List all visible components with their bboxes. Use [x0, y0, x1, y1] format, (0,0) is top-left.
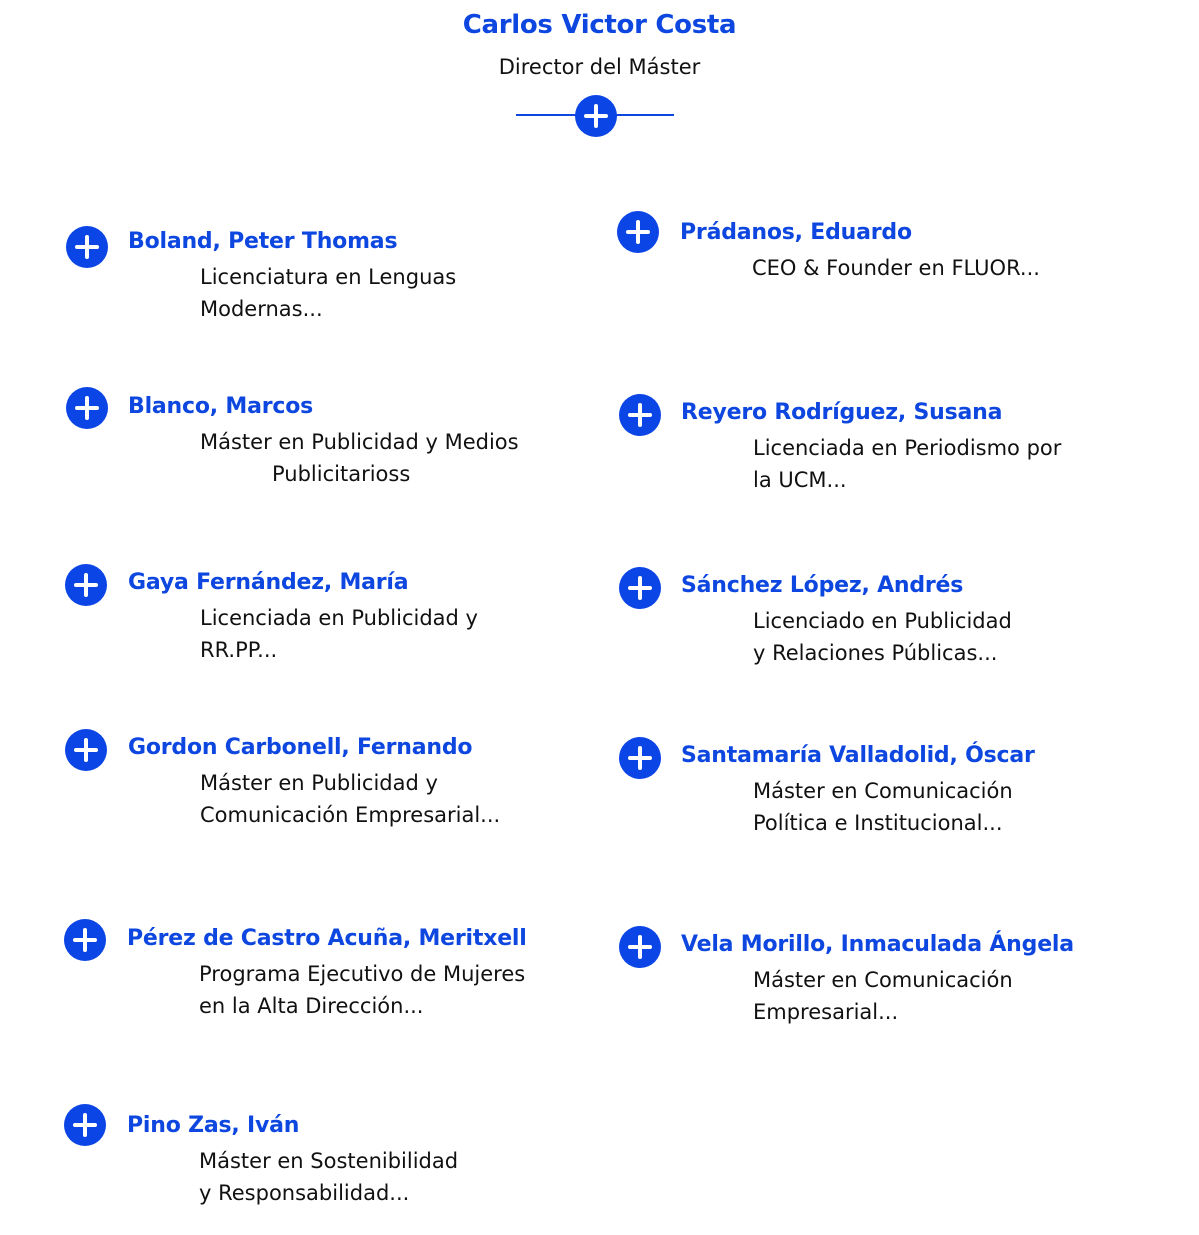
member-plus-icon[interactable] [65, 729, 107, 771]
member-plus-icon[interactable] [619, 926, 661, 968]
member-name[interactable]: Reyero Rodríguez, Susana [681, 400, 1003, 425]
member-description-line: Licenciatura en Lenguas [200, 265, 457, 289]
member-description: Licenciada en Periodismo por la UCM... [753, 432, 1061, 496]
member-description-line: y Relaciones Públicas... [753, 641, 998, 665]
member-plus-icon[interactable] [617, 211, 659, 253]
member-description-line: Modernas... [200, 297, 323, 321]
director-plus-icon[interactable] [575, 95, 617, 137]
member-description-line: Licenciada en Periodismo por [753, 436, 1062, 460]
member-description-line: y Responsabilidad... [199, 1181, 410, 1205]
member-description-line: Comunicación Empresarial... [200, 803, 501, 827]
member-plus-icon[interactable] [619, 567, 661, 609]
member-description: Máster en Publicidad y Medios Publicitar… [200, 426, 519, 490]
member-plus-icon[interactable] [66, 387, 108, 429]
member-description-line: Empresarial... [753, 1000, 899, 1024]
member-description-line: Programa Ejecutivo de Mujeres [199, 962, 526, 986]
member-description-line: Máster en Comunicación [753, 968, 1013, 992]
member-plus-icon[interactable] [65, 564, 107, 606]
member-name[interactable]: Sánchez López, Andrés [681, 573, 964, 598]
member-name[interactable]: Pino Zas, Iván [127, 1113, 300, 1138]
member-description: Licenciada en Publicidad y RR.PP... [200, 602, 478, 666]
member-description: Programa Ejecutivo de Mujeres en la Alta… [199, 958, 525, 1022]
member-description-line: Máster en Publicidad y Medios [200, 430, 519, 454]
director-name: Carlos Victor Costa [462, 10, 737, 40]
member-name[interactable]: Santamaría Valladolid, Óscar [681, 743, 1035, 768]
member-description: Máster en Comunicación Política e Instit… [753, 775, 1013, 839]
member-description: CEO & Founder en FLUOR... [752, 252, 1040, 284]
member-name[interactable]: Blanco, Marcos [128, 394, 314, 419]
member-description: Licenciatura en Lenguas Modernas... [200, 261, 456, 325]
member-name[interactable]: Vela Morillo, Inmaculada Ángela [681, 932, 1074, 957]
member-description-line: Política e Institucional... [753, 811, 1003, 835]
member-description-line: CEO & Founder en FLUOR... [752, 256, 1040, 280]
member-description-line: Publicitarioss [272, 462, 411, 486]
member-description-line: la UCM... [753, 468, 847, 492]
member-plus-icon[interactable] [66, 226, 108, 268]
member-plus-icon[interactable] [619, 737, 661, 779]
member-plus-icon[interactable] [619, 394, 661, 436]
member-description-line: Licenciada en Publicidad y [200, 606, 478, 630]
member-description-line: RR.PP... [200, 638, 278, 662]
member-name[interactable]: Pérez de Castro Acuña, Meritxell [127, 926, 527, 951]
member-name[interactable]: Boland, Peter Thomas [128, 229, 398, 254]
member-name[interactable]: Prádanos, Eduardo [680, 220, 912, 245]
member-description: Máster en Sostenibilidad y Responsabilid… [199, 1145, 458, 1209]
member-description-line: en la Alta Dirección... [199, 994, 424, 1018]
member-name[interactable]: Gordon Carbonell, Fernando [128, 735, 473, 760]
member-description: Máster en Comunicación Empresarial... [753, 964, 1013, 1028]
director-role: Director del Máster [498, 55, 701, 79]
member-description: Licenciado en Publicidad y Relaciones Pú… [753, 605, 1012, 669]
member-description-line: Máster en Comunicación [753, 779, 1013, 803]
member-description-line: Máster en Publicidad y [200, 771, 438, 795]
member-plus-icon[interactable] [64, 1104, 106, 1146]
member-plus-icon[interactable] [64, 919, 106, 961]
member-name[interactable]: Gaya Fernández, María [128, 570, 409, 595]
member-description-line: Licenciado en Publicidad [753, 609, 1012, 633]
member-description-line: Máster en Sostenibilidad [199, 1149, 459, 1173]
member-description: Máster en Publicidad y Comunicación Empr… [200, 767, 500, 831]
